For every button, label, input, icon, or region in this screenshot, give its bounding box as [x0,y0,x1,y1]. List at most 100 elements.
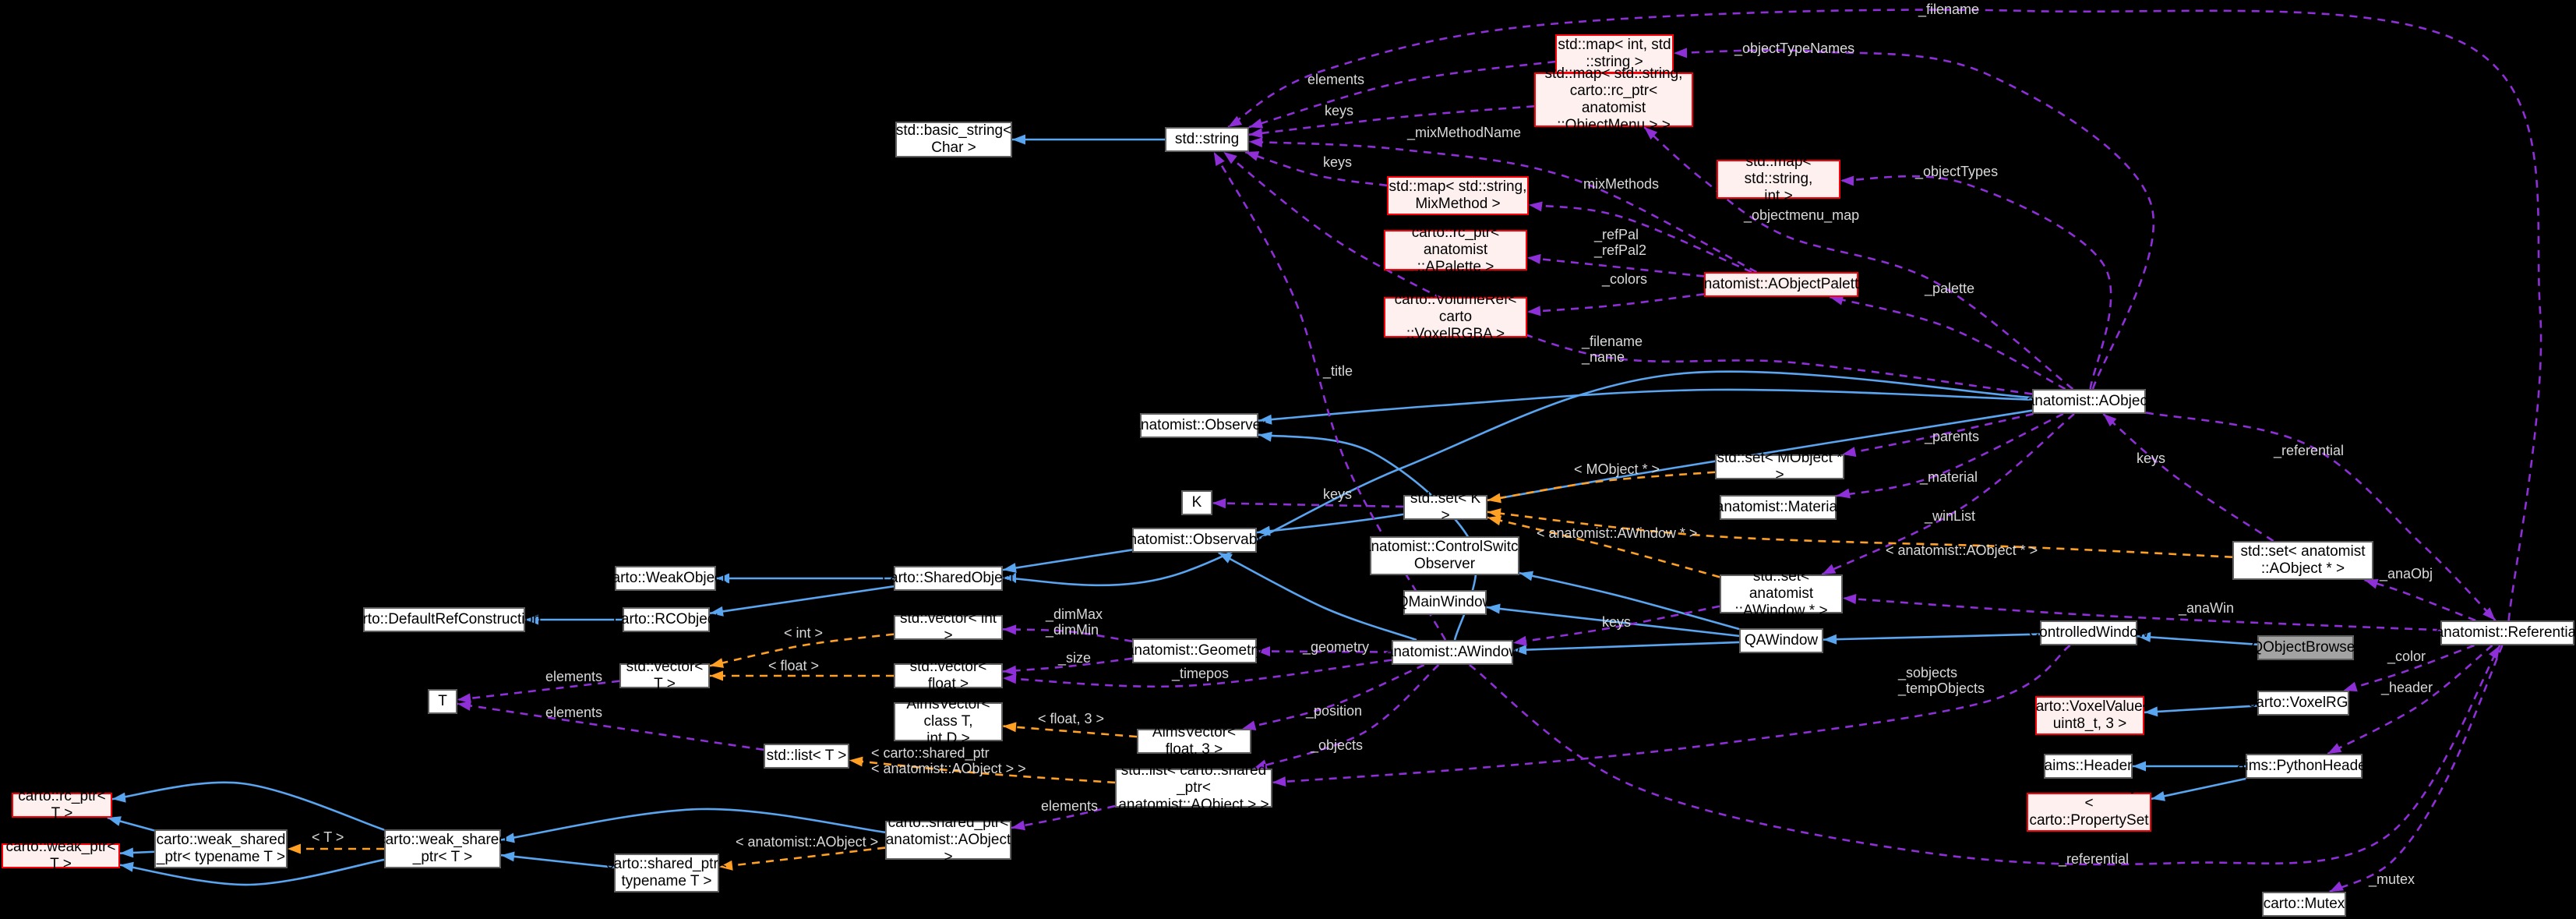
arrowhead-voxelrgb [2343,681,2358,692]
node-geometry[interactable]: anatomist::Geometry [1126,638,1263,663]
arrowhead-vector_T [710,658,725,668]
node-set_aobject[interactable]: std::set< anatomist ::AObject * > [2232,541,2373,580]
node-map_string_objectmenu[interactable]: std::map< std::string, carto::rc_ptr< an… [1534,65,1693,133]
arrowhead-aimsvector_TD [1003,722,1017,733]
node-weak_object[interactable]: carto::WeakObject [605,566,726,591]
node-rcptr_apalette[interactable]: carto::rc_ptr< anatomist ::APalette > [1384,224,1527,275]
arrowhead-set_aobject [2364,578,2379,589]
arrowhead-pointerobject [2151,790,2165,801]
edge-aobject-referential [2145,412,2497,621]
arrowhead-map_string_mixmethod [1529,201,1543,212]
edge-weak_shared_T-weakptr_T [119,858,385,886]
edge-aobjectpalette-map_string_mixmethod [1528,203,1752,274]
node-rcobject[interactable]: carto::RCObject [613,607,719,632]
node-weakptr_T[interactable]: carto::weak_ptr< T > [2,839,120,872]
node-aobjectpalette[interactable]: anatomist::AObjectPalette [1696,272,1867,297]
edge-referential-set_awindow [1842,597,2441,631]
edge-aobject-observable [1256,409,2033,534]
node-set_awindow[interactable]: std::set< anatomist ::AWindow * > [1720,568,1843,619]
node-shared_object[interactable]: carto::SharedObject [883,566,1015,591]
arrowhead-std_string [1249,118,1264,129]
edge-voxelrgb-voxelvalue [2144,705,2258,714]
arrowhead-geometry [1257,646,1271,657]
node-map_int_string[interactable]: std::map< int, std ::string > [1555,34,1674,73]
node-aimsvector_f3[interactable]: AimsVector< float, 3 > [1137,724,1251,758]
node-weak_shared_T[interactable]: carto::weak_shared _ptr< T > [378,829,507,868]
arrowhead-basic_string [1012,134,1025,145]
node-vector_int[interactable]: std::vector< int > [894,610,1003,644]
edge-referential-set_aobject [2364,578,2476,622]
edge-pythonheader-pointerobject [2151,777,2246,801]
node-qmainwindow[interactable]: QMainWindow [1397,590,1493,615]
arrowhead-aims_header [2133,761,2146,772]
arrowhead-std_string [1249,128,1263,139]
arrowhead-set_awindow [1843,594,1857,604]
node-basic_string[interactable]: std::basic_string< Char > [895,122,1012,157]
node-shared_typename[interactable]: carto::shared_ptr< typename T > [606,854,727,892]
edge-qawindow-awindow [1512,641,1740,652]
edge-qawindow-qmainwindow [1486,606,1740,638]
node-map_string_int[interactable]: std::map< std::string, int > [1717,154,1840,204]
arrowhead-observer [1258,431,1272,442]
arrowhead-list_sharedptr [1253,759,1268,769]
arrowhead-mutex [2329,881,2345,892]
arrowhead-weakptr_T [120,861,134,872]
node-rcptr_T[interactable]: carto::rc_ptr< T > [12,788,112,822]
node-controlswitch[interactable]: anatomist::ControlSwitch Observer [1363,536,1526,575]
arrowhead-vector_int [1003,624,1017,635]
node-std_string[interactable]: std::string [1165,127,1249,152]
arrowhead-shared_object [1003,572,1017,583]
node-mutex[interactable]: carto::Mutex [2262,892,2346,917]
arrowhead-vector_float [1003,673,1017,684]
node-aimsvector_TD[interactable]: AimsVector< class T, int D > [894,696,1003,747]
arrowhead-T_node [457,693,471,704]
arrowhead-controlledwindow [2137,631,2151,642]
node-volumeref[interactable]: carto::VolumeRef< carto ::VoxelRGBA > [1384,292,1527,342]
edge-set_aobject-aobject [2102,413,2274,543]
node-list_sharedptr[interactable]: std::list< carto::shared _ptr< anatomist… [1115,762,1272,813]
arrowhead-default_ref [525,614,538,625]
node-controlledwindow[interactable]: ControlledWindow [2028,620,2149,645]
node-awindow[interactable]: anatomist::AWindow [1385,640,1519,665]
arrowhead-observable [1218,553,1233,564]
node-voxelrgb[interactable]: carto::VoxelRGB [2249,691,2358,716]
node-voxelvalue[interactable]: carto::VoxelValue< uint8_t, 3 > [2028,696,2151,735]
node-T_node[interactable]: T [428,689,457,714]
node-vector_T[interactable]: std::vector< T > [619,659,710,692]
node-qobjectbrowser[interactable]: QObjectBrowser [2251,635,2360,660]
node-set_k[interactable]: std::set< K > [1403,490,1487,524]
node-shared_aobject[interactable]: carto::shared_ptr< anatomist::AObject > [885,815,1011,865]
node-vector_float[interactable]: std::vector< float > [894,659,1003,692]
arrowhead-std_string [1228,115,1243,127]
arrowhead-aimsvector_f3 [1242,720,1257,731]
node-referential[interactable]: anatomist::Referential [2436,620,2576,645]
arrowhead-set_k [1487,515,1502,526]
arrowhead-std_string [1213,152,1225,167]
arrowhead-std_string [1249,137,1263,148]
node-k_node[interactable]: K [1181,490,1212,515]
arrowhead-weak_shared_typename [288,843,301,854]
node-pointerobject[interactable]: carto::PointerObject < carto::PropertySe… [2024,778,2154,846]
node-map_string_mixmethod[interactable]: std::map< std::string, MixMethod > [1387,176,1529,215]
edge-referential-mutex [2329,645,2504,893]
node-aims_header[interactable]: aims::Header [2044,754,2133,779]
node-default_ref[interactable]: carto::DefaultRefConstruction [347,607,542,632]
edge-controlledwindow-qawindow [1823,633,2041,641]
node-aobject[interactable]: anatomist::AObject [2027,389,2151,414]
edge-referential-voxelrgb [2343,644,2475,692]
edge-aobject-map_string_objectmenu [1643,126,2074,391]
arrowhead-aobjectpalette [1830,295,1844,306]
node-pythonheader[interactable]: aims::PythonHeader [2237,754,2371,779]
node-observable[interactable]: anatomist::Observable [1120,528,1269,553]
arrowhead-rcobject [710,606,724,617]
node-material[interactable]: anatomist::Material [1716,495,1840,520]
arrowhead-shared_object [1003,563,1017,573]
node-list_T[interactable]: std::list< T > [764,744,849,769]
edge-set_awindow-awindow [1512,605,1720,645]
node-weak_shared_typename[interactable]: carto::weak_shared _ptr< typename T > [154,829,288,868]
node-set_mobject[interactable]: std::set< MObject * > [1715,450,1844,483]
node-observer[interactable]: anatomist::Observer [1132,413,1266,438]
node-qawindow[interactable]: QAWindow [1739,628,1823,653]
